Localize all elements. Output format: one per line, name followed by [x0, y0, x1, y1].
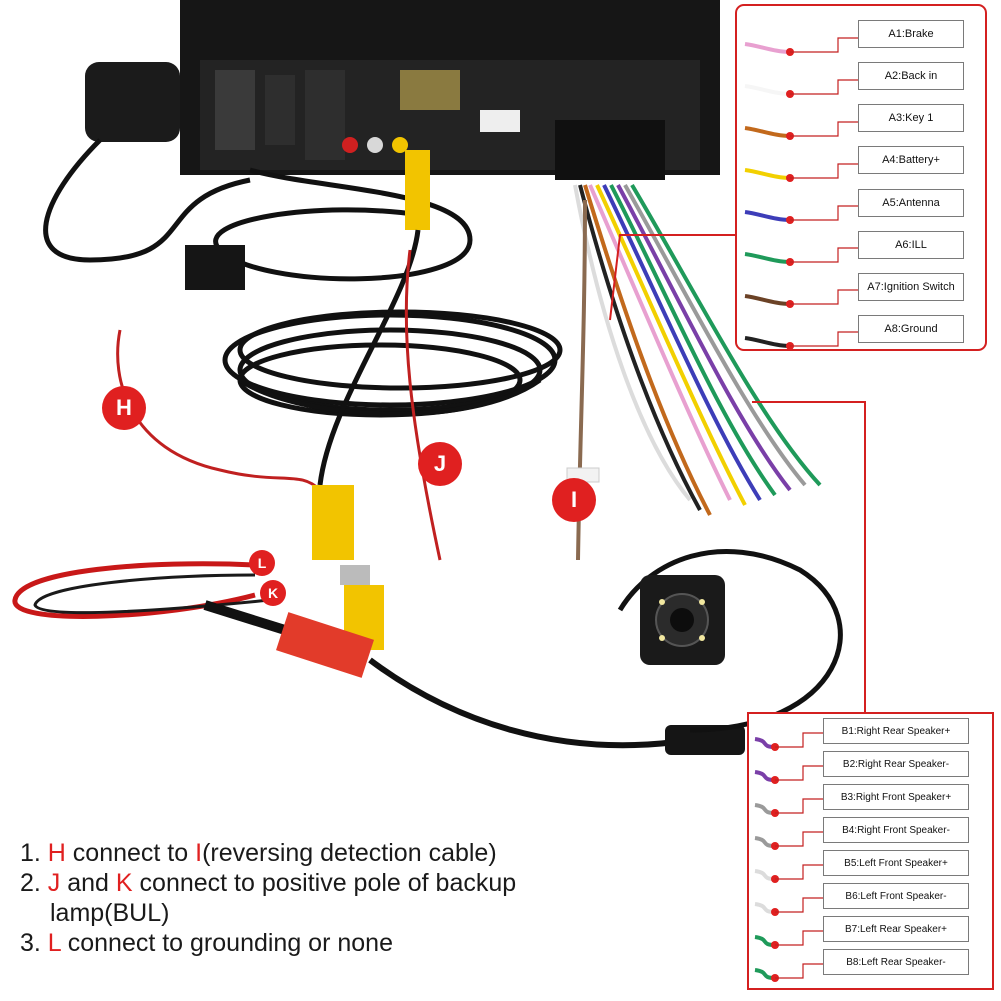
badge-l: L	[249, 550, 275, 576]
instructions: 1. H connect to I(reversing detection ca…	[20, 838, 640, 958]
badge-j: J	[418, 442, 462, 486]
instruction-2: 2. J and K connect to positive pole of b…	[20, 868, 640, 898]
panel-b-label-5: B5:Left Front Speaker+	[823, 850, 969, 876]
lk-black-cable	[33, 573, 271, 615]
lk-red-cable	[12, 561, 256, 619]
panel-a-label-6: A6:ILL	[858, 231, 964, 259]
h-wire	[116, 329, 322, 492]
panel-b-leader-6	[775, 897, 823, 913]
panel-b-leader-3	[775, 798, 823, 814]
panel-b-label-6: B6:Left Front Speaker-	[823, 883, 969, 909]
panel-b-leader-1	[775, 732, 823, 748]
badge-h: H	[102, 386, 146, 430]
panel-a-label-8: A8:Ground	[858, 315, 964, 343]
panel-a-leader-6	[790, 247, 858, 263]
panel-b-leader-8	[775, 963, 823, 979]
panel-a-label-4: A4:Battery+	[858, 146, 964, 174]
video-cable	[317, 150, 442, 561]
camera-cable	[368, 657, 741, 749]
panel-b-label-1: B1:Right Rear Speaker+	[823, 718, 969, 744]
instruction-3-text: connect to grounding or none	[60, 929, 393, 957]
backup-camera	[617, 548, 843, 733]
panel-b-wires	[754, 732, 823, 982]
instruction-2-continued: lamp(BUL)	[50, 899, 170, 927]
panel-a-box	[735, 4, 987, 351]
panel-a-label-7: A7:Ignition Switch	[858, 273, 964, 301]
panel-a-leader-4	[790, 163, 858, 179]
panel-a-leader-5	[790, 205, 858, 221]
panel-b-leader-2	[775, 765, 823, 781]
instruction-1-number: 1.	[20, 839, 48, 867]
panel-b-leader-4	[775, 831, 823, 847]
panel-a-wires	[744, 37, 858, 350]
panel-a-label-5: A5:Antenna	[858, 189, 964, 217]
gps-antenna	[43, 62, 251, 263]
instruction-1-text-a: connect to	[65, 839, 196, 867]
instruction-3-letter-l: L	[47, 929, 61, 957]
panel-b-label-3: B3:Right Front Speaker+	[823, 784, 969, 810]
panel-b-label-2: B2:Right Rear Speaker-	[823, 751, 969, 777]
head-unit	[180, 0, 720, 180]
panel-a-leader-8	[790, 331, 858, 347]
camera-connector	[665, 725, 745, 755]
instruction-2-text-b: connect to positive pole of backup	[132, 869, 517, 897]
instruction-3-number: 3.	[20, 929, 48, 957]
panel-b-leader-7	[775, 930, 823, 946]
rca-red-connector	[203, 600, 374, 678]
instruction-1: 1. H connect to I(reversing detection ca…	[20, 838, 640, 868]
instruction-2-text-a: and	[60, 869, 116, 897]
instruction-2-letter-k: K	[115, 869, 133, 897]
panel-b-label-8: B8:Left Rear Speaker-	[823, 949, 969, 975]
badge-k: K	[260, 580, 286, 606]
usb-connector	[185, 245, 245, 290]
instruction-1-letter-i: I	[195, 839, 203, 867]
instruction-2-number: 2.	[20, 869, 48, 897]
panel-a-label-2: A2:Back in	[858, 62, 964, 90]
panel-a-label-1: A1:Brake	[858, 20, 964, 48]
badge-i: I	[552, 478, 596, 522]
instruction-1-letter-h: H	[47, 839, 66, 867]
instruction-1-text-b: (reversing detection cable)	[202, 839, 497, 867]
wire-harness	[573, 183, 822, 516]
instruction-2-letter-j: J	[47, 869, 61, 897]
panel-a-leader-7	[790, 289, 858, 305]
instruction-3: 3. L connect to grounding or none	[20, 928, 640, 958]
panel-a-leader-2	[790, 79, 858, 95]
panel-a-label-3: A3:Key 1	[858, 104, 964, 132]
callout-lines	[609, 234, 866, 712]
panel-a-leader-3	[790, 121, 858, 137]
panel-b-label-4: B4:Right Front Speaker-	[823, 817, 969, 843]
coiled-cables	[213, 167, 563, 418]
panel-b-leader-5	[775, 864, 823, 880]
panel-b-label-7: B7:Left Rear Speaker+	[823, 916, 969, 942]
panel-a-leader-1	[790, 37, 858, 53]
